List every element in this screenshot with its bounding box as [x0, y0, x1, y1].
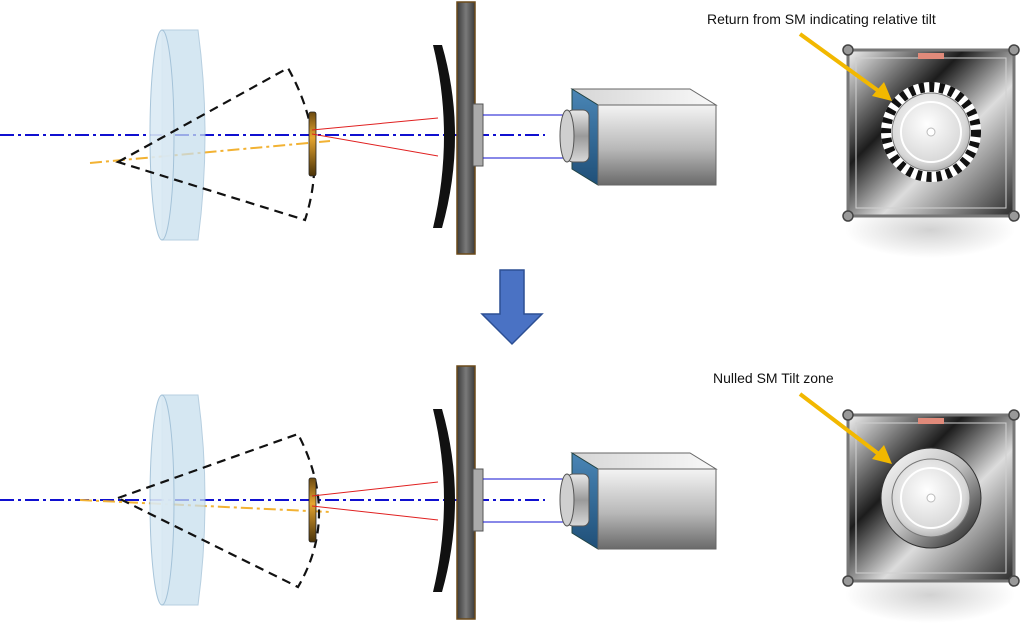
- ray: [311, 133, 439, 157]
- callout-top: Return from SM indicating relative tilt: [707, 11, 936, 101]
- mount-adapter: [472, 103, 484, 167]
- ray: [311, 481, 439, 497]
- callout-arrow-icon: [872, 82, 892, 101]
- large-mirror: [433, 409, 455, 592]
- optical-layout-top: [0, 1, 718, 255]
- light-cone: [115, 66, 316, 222]
- camera: [559, 452, 718, 550]
- mounting-plate: [456, 1, 476, 255]
- mount-adapter: [472, 468, 484, 532]
- optical-layout-bottom: [0, 365, 718, 620]
- callout-label: Nulled SM Tilt zone: [713, 370, 834, 386]
- tilted-axis: [89, 140, 331, 164]
- detector-view-top: [842, 44, 1020, 258]
- callout-label: Return from SM indicating relative tilt: [707, 11, 936, 27]
- callout-arrow-icon: [872, 445, 892, 464]
- mounting-plate: [456, 365, 476, 620]
- small-mirror: [308, 477, 317, 543]
- lens: [149, 394, 206, 606]
- small-mirror: [308, 111, 317, 177]
- camera: [559, 88, 718, 186]
- arrow-down-icon: [480, 269, 544, 346]
- ray: [311, 505, 439, 521]
- large-mirror: [433, 45, 455, 228]
- panel-bottom: Nulled SM Tilt zone: [0, 365, 1020, 623]
- callout-bottom: Nulled SM Tilt zone: [713, 370, 892, 464]
- light-cone: [115, 432, 320, 589]
- panel-top: Return from SM indicating relative tilt: [0, 1, 1020, 258]
- detector-view-bottom: [842, 409, 1020, 623]
- ray: [311, 117, 439, 131]
- lens: [149, 29, 206, 241]
